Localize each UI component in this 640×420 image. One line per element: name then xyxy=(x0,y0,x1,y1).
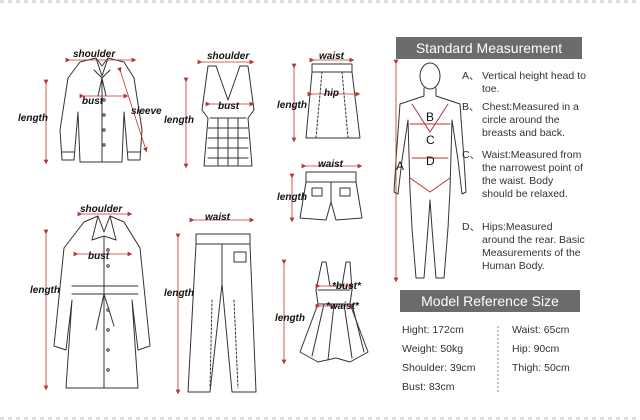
label-coat-shoulder: shoulder xyxy=(80,204,123,215)
label-skirt-waist: waist xyxy=(319,51,345,62)
measurement-item-a: A、 Vertical height head to toe. xyxy=(462,70,586,96)
measurement-item-b: B、 Chest:Measured in a circle around the… xyxy=(462,101,586,140)
label-jeans-waist: waist xyxy=(205,212,231,223)
top-border xyxy=(0,0,640,3)
tank-top-drawing xyxy=(201,65,255,167)
measurement-key-d: D、 xyxy=(462,221,481,233)
model-bust: Bust: 83cm xyxy=(402,381,455,393)
label-blouse-length: length xyxy=(18,113,48,124)
model-reference-title: Model Reference Size xyxy=(400,290,580,312)
measurement-key-a: A、 xyxy=(462,70,480,82)
label-blouse-sleeve: sleeve xyxy=(131,106,162,117)
bottom-border xyxy=(0,417,640,420)
label-tank-shoulder: shoulder xyxy=(207,51,250,62)
label-tank-bust: bust xyxy=(218,101,240,112)
label-coat-length: length xyxy=(30,285,60,296)
model-hip: Hip: 90cm xyxy=(512,343,560,355)
label-jeans-length: length xyxy=(164,288,194,299)
measurement-text-a: Vertical height head to toe. xyxy=(482,70,586,95)
label-tank-length: length xyxy=(164,115,194,126)
label-dress-length: length xyxy=(275,313,305,324)
shorts-drawing xyxy=(299,171,363,221)
measurement-key-b: B、 xyxy=(462,101,480,113)
label-shorts-length: length xyxy=(277,192,307,203)
model-thigh: Thigh: 50cm xyxy=(512,362,570,374)
measurement-text-c: Waist:Measured from the narrowest point … xyxy=(482,149,583,200)
figure-letter-a: A xyxy=(396,159,405,173)
measurement-text-b: Chest:Measured in a circle around the br… xyxy=(482,101,579,139)
measurement-item-c: C、 Waist:Measured from the narrowest poi… xyxy=(462,149,586,201)
label-blouse-shoulder: shoulder xyxy=(73,49,116,60)
measurement-key-c: C、 xyxy=(462,149,481,161)
label-dress-waist: *waist* xyxy=(326,301,359,312)
standard-measurement-title: Standard Measurement xyxy=(396,37,582,59)
model-waist: Waist: 65cm xyxy=(512,324,570,336)
trench-coat-drawing xyxy=(53,215,151,389)
jeans-drawing xyxy=(187,233,257,393)
label-dress-bust: *bust* xyxy=(332,281,361,292)
label-skirt-length: length xyxy=(277,100,307,111)
measurement-arrows xyxy=(43,57,399,395)
figure-letter-c: C xyxy=(426,133,435,147)
label-shorts-waist: waist xyxy=(318,159,344,170)
blouse-drawing xyxy=(59,57,143,163)
human-figure-drawing xyxy=(393,62,467,279)
label-blouse-bust: bust xyxy=(82,96,104,107)
measurement-text-d: Hips:Measured around the rear. Basic Mea… xyxy=(482,221,585,272)
measurement-item-d: D、 Hips:Measured around the rear. Basic … xyxy=(462,221,586,273)
figure-letter-d: D xyxy=(426,154,435,168)
skirt-drawing xyxy=(305,63,361,139)
model-shoulder: Shoulder: 39cm xyxy=(402,362,476,374)
label-coat-bust: bust xyxy=(88,251,110,262)
figure-letter-b: B xyxy=(426,110,435,124)
label-skirt-hip: hip xyxy=(324,88,339,99)
model-height: Hight: 172cm xyxy=(402,324,464,336)
model-weight: Weight: 50kg xyxy=(402,343,464,355)
dress-drawing xyxy=(299,261,369,363)
